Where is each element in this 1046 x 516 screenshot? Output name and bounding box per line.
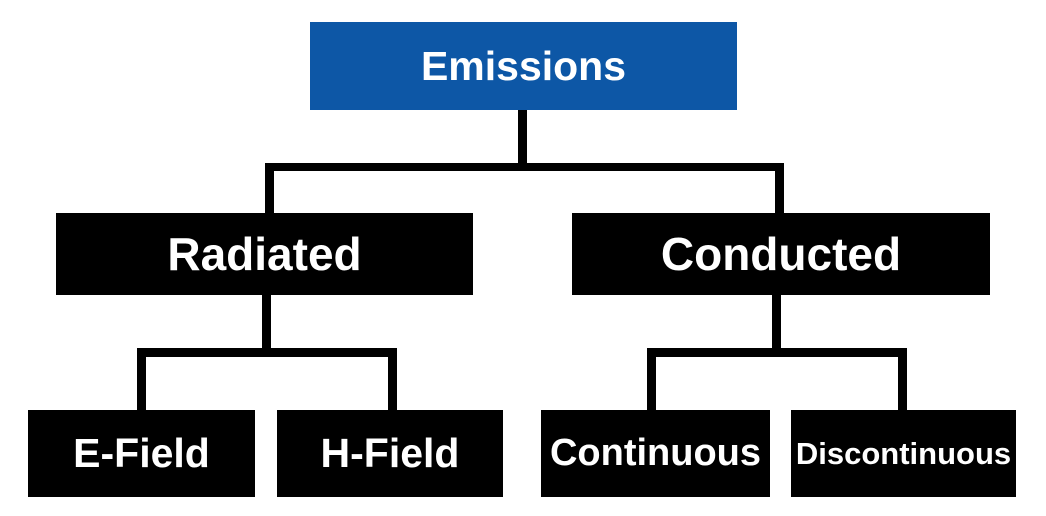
connector-emissions-stem: [518, 110, 527, 163]
connector-level1-rail: [265, 163, 784, 171]
node-continuous: Continuous: [541, 410, 770, 497]
connector-drop-continuous: [647, 356, 656, 410]
node-radiated-label: Radiated: [167, 228, 362, 280]
node-emissions-label: Emissions: [420, 42, 627, 89]
node-emissions: Emissions: [310, 22, 737, 110]
connector-radiated-stem: [262, 295, 271, 348]
node-continuous-label: Continuous: [549, 432, 762, 474]
node-e-field-label: E-Field: [73, 430, 210, 476]
connector-drop-hfield: [388, 356, 397, 410]
node-e-field: E-Field: [28, 410, 255, 497]
node-h-field-label: H-Field: [320, 430, 460, 476]
node-discontinuous-label: Discontinuous: [795, 435, 1012, 471]
node-discontinuous: Discontinuous: [791, 410, 1016, 497]
connector-radiated-rail: [137, 348, 397, 357]
node-radiated: Radiated: [56, 213, 473, 295]
connector-drop-efield: [137, 356, 146, 410]
node-h-field: H-Field: [277, 410, 503, 497]
connector-conducted-stem: [772, 295, 781, 348]
connector-drop-discontinuous: [898, 356, 907, 410]
node-conducted-label: Conducted: [660, 228, 902, 280]
connector-conducted-rail: [647, 348, 907, 357]
node-conducted: Conducted: [572, 213, 990, 295]
connector-drop-conducted: [775, 170, 784, 213]
connector-drop-radiated: [265, 170, 274, 213]
